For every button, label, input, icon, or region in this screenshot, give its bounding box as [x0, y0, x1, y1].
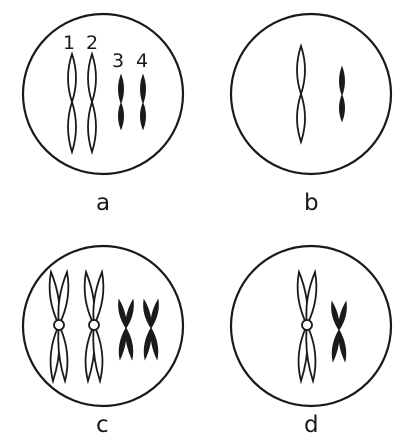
cell-b [229, 12, 393, 176]
chromosome-number-4: 4 [136, 50, 148, 72]
chromosome-dark [339, 65, 345, 123]
chromosome-4 [140, 73, 146, 131]
cell-d-membrane [229, 244, 393, 408]
label-d: d [304, 412, 319, 436]
replicated-chromosome-dark-1 [118, 298, 134, 361]
chromosome-light [296, 43, 306, 145]
cell-d [229, 244, 393, 408]
replicated-chromosome-light-1 [48, 268, 70, 385]
chromosome-2 [87, 51, 97, 155]
chromosome-1 [67, 51, 77, 155]
chromosome-number-1: 1 [63, 32, 75, 54]
chromosome-3 [118, 73, 124, 131]
cell-c-membrane [21, 244, 185, 408]
replicated-chromosome-light [296, 268, 318, 385]
label-b: b [304, 190, 319, 216]
label-a: a [96, 190, 110, 216]
cell-a: 1 2 3 4 [21, 12, 185, 176]
chromosome-number-2: 2 [86, 32, 98, 54]
cell-a-membrane [21, 12, 185, 176]
chromosome-number-3: 3 [112, 50, 124, 72]
replicated-chromosome-dark [331, 300, 347, 363]
label-c: c [96, 412, 109, 436]
cell-b-membrane [229, 12, 393, 176]
replicated-chromosome-light-2 [83, 268, 105, 385]
cell-c [21, 244, 185, 408]
replicated-chromosome-dark-2 [143, 298, 159, 361]
